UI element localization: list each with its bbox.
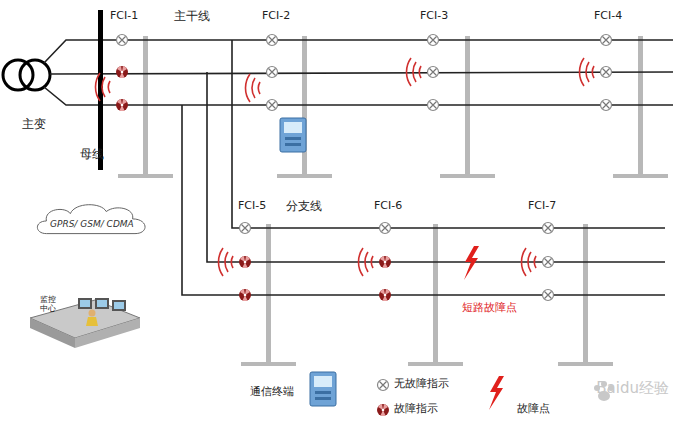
indicator-id: FCI-5 (238, 200, 266, 213)
comm-terminal-label: 通信终端 (250, 386, 294, 399)
transformer-label: 主变 (22, 118, 46, 132)
legend-text: 故障指示 (394, 403, 438, 416)
indicator-id: FCI-3 (420, 10, 448, 23)
fault-point-label: 短路故障点 (462, 302, 517, 315)
watermark: Baidu经验 (596, 380, 669, 397)
indicator-id: FCI-6 (374, 200, 402, 213)
indicator-id: FCI-2 (262, 10, 290, 23)
cloud-node: GPRS/ GSM/ CDMA (32, 200, 152, 242)
node-text-group: GPRS/ GSM/ CDMA (50, 219, 134, 229)
cloud-label: GPRS/ GSM/ CDMA (50, 219, 134, 229)
indicator-id: FCI-1 (110, 10, 138, 23)
legend-text: 无故障指示 (394, 378, 449, 391)
branch-line-label: 分支线 (286, 200, 322, 214)
indicator-id: FCI-4 (594, 10, 622, 23)
trunk-line-label: 主干线 (174, 10, 210, 24)
control-center-label: 监控中心 (40, 296, 58, 314)
legend-text: 故障点 (517, 403, 550, 416)
indicator-id: FCI-7 (528, 200, 556, 213)
busbar-label: 母线 (80, 148, 104, 162)
